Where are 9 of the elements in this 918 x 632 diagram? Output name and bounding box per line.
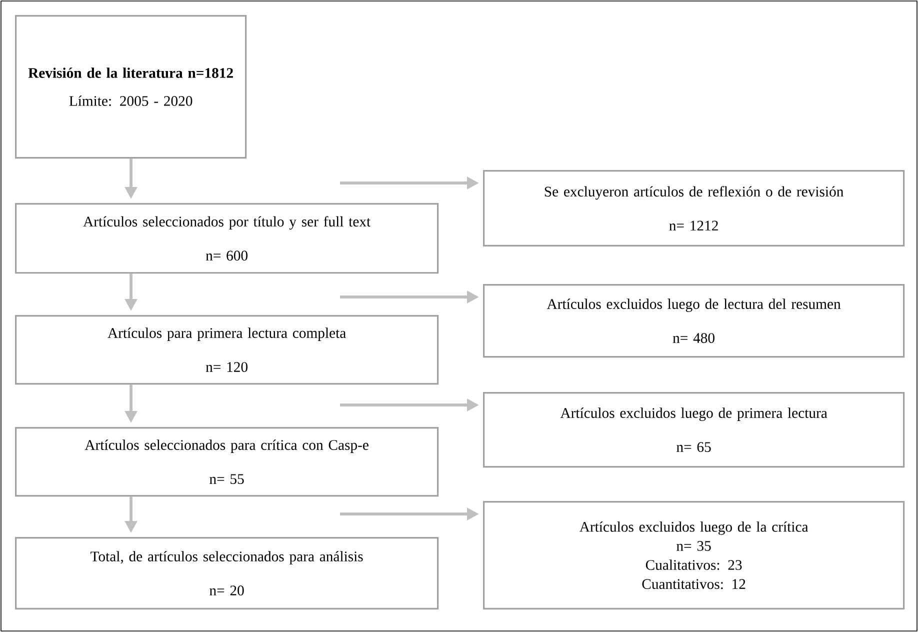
process-box: Revisión de la literatura n=1812 Límite: 2005 - 2020 [15, 15, 247, 159]
process-box: Artículos seleccionados para crítica con Casp-e n= 55 [15, 427, 439, 497]
process-box: Artículos excluidos luego de lectura del resumen n= 480 [483, 284, 905, 358]
process-box: Artículos para primera lectura completa n= 120 [15, 315, 439, 385]
process-box: Se excluyeron artículos de reflexión o de revisión n= 1212 [483, 170, 905, 247]
process-box: Total, de artículos seleccionados para análisis n= 20 [15, 537, 439, 610]
process-box: Artículos excluidos luego de la crítica n= 35 Cualitativos: 23 Cuantitativos: 12 [483, 501, 905, 610]
process-box: Artículos seleccionados por título y ser full text n= 600 [15, 203, 439, 274]
process-box: Artículos excluidos luego de primera lectura n= 65 [483, 392, 905, 468]
